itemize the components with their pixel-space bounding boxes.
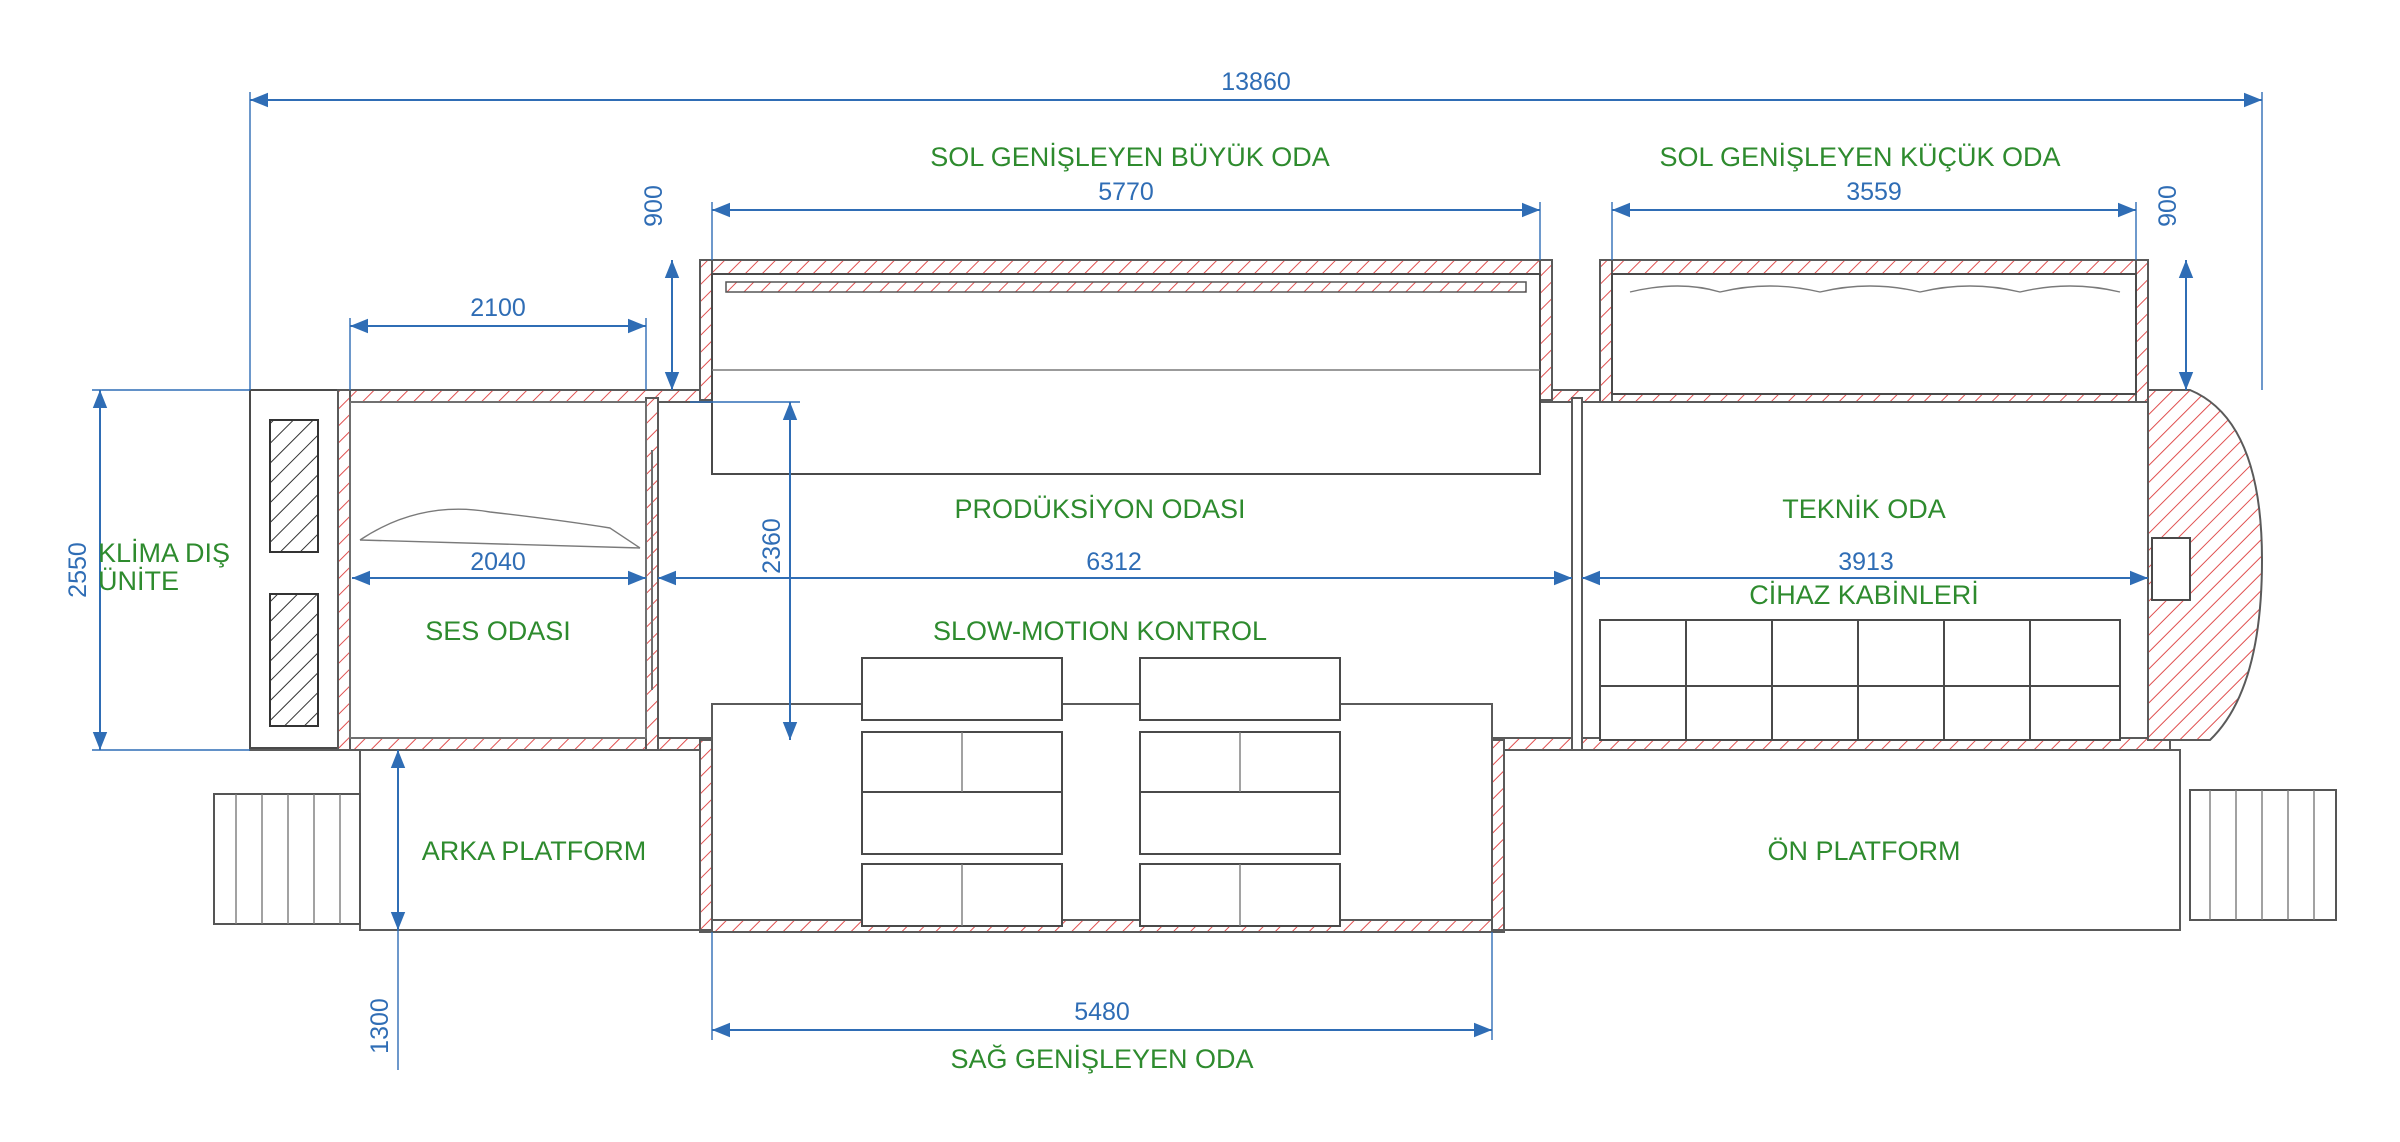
dim-sol-buyuk: 5770 — [1098, 178, 1154, 206]
dim-platform-depth: 1300 — [366, 998, 394, 1054]
dim-sol-kucuk: 3559 — [1846, 178, 1902, 206]
label-ses: SES ODASI — [425, 616, 571, 646]
slowmo-console-left — [861, 657, 1063, 927]
label-teknik: TEKNİK ODA — [1782, 493, 1946, 524]
slowmo-console-right — [1139, 657, 1341, 927]
label-on: ÖN PLATFORM — [1767, 836, 1960, 866]
label-slowmo: SLOW-MOTION KONTROL — [933, 616, 1267, 646]
label-sol-kucuk: SOL GENİŞLEYEN KÜÇÜK ODA — [1659, 141, 2060, 172]
front-panel — [2151, 537, 2191, 601]
sol-kucuk-cabinet — [1611, 273, 2137, 395]
sag-left-wall — [699, 739, 713, 931]
dim-height: 2550 — [64, 542, 92, 598]
dim-left-900: 900 — [640, 185, 668, 227]
front-nose — [2147, 389, 2264, 741]
dim-prod-width: 6312 — [1086, 548, 1142, 576]
cihaz-cells — [1600, 620, 2120, 740]
sol-buyuk-left-wall — [699, 259, 713, 401]
label-sag: SAĞ GENİŞLEYEN ODA — [950, 1043, 1253, 1074]
sol-kucuk-right-wall — [2135, 259, 2149, 403]
sol-kucuk-top-wall — [1599, 259, 2149, 275]
stairs-right — [2189, 789, 2337, 921]
label-klima-line2: ÜNİTE — [98, 565, 179, 596]
sag-room — [711, 703, 1493, 925]
dimension-lines — [92, 92, 2263, 1070]
dimension-labels: 13860 5770 3559 900 900 2100 2550 2040 6… — [64, 68, 2182, 1054]
stairs-left — [213, 793, 361, 925]
klima-grille-bottom — [269, 593, 319, 727]
sag-right-wall — [1491, 739, 1505, 931]
dim-prod-depth: 2360 — [758, 518, 786, 574]
sol-buyuk-cabinet — [711, 273, 1541, 475]
label-sol-buyuk: SOL GENİŞLEYEN BÜYÜK ODA — [930, 141, 1330, 172]
label-arka: ARKA PLATFORM — [422, 836, 647, 866]
sag-bottom-wall — [699, 919, 1505, 933]
cihaz-kabinleri — [1599, 619, 2121, 741]
room-labels: SOL GENİŞLEYEN BÜYÜK ODA SOL GENİŞLEYEN … — [98, 141, 2061, 1074]
ses-left-wall — [337, 389, 351, 751]
dim-ses-outer: 2100 — [470, 294, 526, 322]
sol-buyuk-top-wall — [699, 259, 1553, 275]
arka-platform — [359, 749, 701, 931]
sol-buyuk-right-wall — [1539, 259, 1553, 401]
label-klima-line1: KLİMA DIŞ — [98, 537, 230, 568]
teknik-divider — [1571, 397, 1583, 751]
dim-ses-inner: 2040 — [470, 548, 526, 576]
sol-kucuk-left-wall — [1599, 259, 1613, 403]
label-cihaz: CİHAZ KABİNLERİ — [1749, 579, 1979, 610]
dim-teknik-width: 3913 — [1838, 548, 1894, 576]
ses-room — [349, 401, 647, 739]
on-platform — [1503, 749, 2181, 931]
dim-right-900: 900 — [2154, 185, 2182, 227]
label-produksiyon: PRODÜKSİYON ODASI — [954, 493, 1245, 524]
dim-sag-width: 5480 — [1074, 998, 1130, 1026]
klima-grille-top — [269, 419, 319, 553]
ses-desk-curve — [359, 508, 641, 549]
dim-total-length: 13860 — [1221, 68, 1291, 96]
structure — [213, 259, 2337, 933]
